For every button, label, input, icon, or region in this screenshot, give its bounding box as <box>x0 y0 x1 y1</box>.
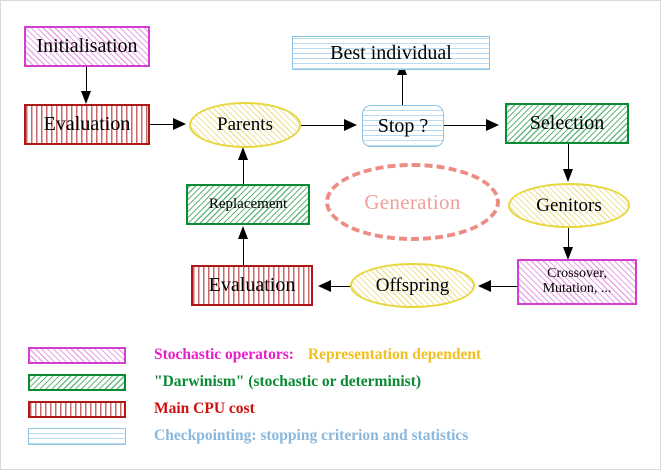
edge-offspring-to-eval-arrowhead <box>318 280 331 292</box>
edge-eval-to-parents-arrowhead <box>173 118 186 130</box>
node-evaluation-top[interactable]: Evaluation <box>24 104 150 145</box>
legend-label-stochastic-operators: Stochastic operators: <box>154 346 294 363</box>
edge-replacement-to-parents <box>243 158 245 184</box>
node-stop-label: Stop ? <box>377 114 429 137</box>
edge-genitors-to-crossover <box>568 228 570 249</box>
node-crossover-mutation[interactable]: Crossover, Mutation, ... <box>517 259 637 305</box>
node-selection-label: Selection <box>529 112 605 134</box>
edge-genitors-to-crossover-arrowhead <box>563 247 573 260</box>
edge-stop-to-selection <box>444 125 488 127</box>
edge-replacement-to-parents-arrowhead <box>238 147 248 160</box>
node-genitors-label: Genitors <box>536 194 602 216</box>
legend-row: Stochastic operators: Representation dep… <box>28 344 481 366</box>
node-parents[interactable]: Parents <box>189 102 301 148</box>
edge-eval-to-replacement-arrowhead <box>238 226 248 239</box>
edge-init-to-eval-arrowhead <box>81 91 91 104</box>
node-offspring[interactable]: Offspring <box>350 263 475 308</box>
node-crossover-label-line1: Crossover, <box>547 266 607 282</box>
node-crossover-label-line2: Mutation, ... <box>542 281 612 296</box>
node-generation-label: Generation <box>364 189 461 214</box>
node-evaluation-top-label: Evaluation <box>43 113 131 135</box>
node-offspring-label: Offspring <box>375 274 450 296</box>
legend-row: Main CPU cost <box>28 398 255 420</box>
legend-label-representation-dependent: Representation dependent <box>307 346 482 363</box>
node-stop[interactable]: Stop ? <box>362 105 444 147</box>
node-best-individual[interactable]: Best individual <box>292 36 490 70</box>
node-selection[interactable]: Selection <box>505 103 629 144</box>
legend-row: "Darwinism" (stochastic or determinist) <box>28 371 421 393</box>
node-replacement[interactable]: Replacement <box>186 184 310 225</box>
node-evaluation-bottom-label: Evaluation <box>208 274 296 296</box>
node-genitors[interactable]: Genitors <box>508 183 630 228</box>
edge-eval-to-parents <box>150 124 177 126</box>
legend-swatch-darwinism <box>28 373 126 391</box>
edge-crossover-to-offspring <box>489 286 518 288</box>
node-best-individual-label: Best individual <box>330 41 452 64</box>
node-parents-label: Parents <box>217 114 273 136</box>
node-replacement-label: Replacement <box>208 195 288 212</box>
node-generation-group: Generation <box>325 163 500 241</box>
edge-stop-to-selection-arrowhead <box>486 119 499 131</box>
edge-stop-to-best <box>402 72 404 106</box>
edge-parents-to-stop-arrowhead <box>344 119 357 131</box>
edge-selection-to-genitors-arrowhead <box>563 169 573 182</box>
edge-init-to-eval <box>86 67 88 93</box>
node-initialisation[interactable]: Initialisation <box>24 26 150 67</box>
legend-label-darwinism: "Darwinism" (stochastic or determinist) <box>154 373 422 390</box>
legend-label-main-cpu-cost: Main CPU cost <box>154 400 255 417</box>
legend-label-checkpointing: Checkpointing: stopping criterion and st… <box>154 427 469 444</box>
legend-swatch-main-cpu-cost <box>28 400 126 418</box>
legend-swatch-stochastic-operators <box>28 346 126 364</box>
edge-eval-to-replacement <box>243 236 245 266</box>
node-initialisation-label: Initialisation <box>36 35 138 57</box>
node-evaluation-bottom[interactable]: Evaluation <box>191 265 313 306</box>
edge-selection-to-genitors <box>568 144 570 171</box>
edge-offspring-to-eval <box>331 286 351 288</box>
legend-swatch-checkpointing <box>28 427 126 445</box>
legend-row: Checkpointing: stopping criterion and st… <box>28 425 468 447</box>
edge-parents-to-stop <box>301 125 346 127</box>
edge-crossover-to-offspring-arrowhead <box>478 280 491 292</box>
